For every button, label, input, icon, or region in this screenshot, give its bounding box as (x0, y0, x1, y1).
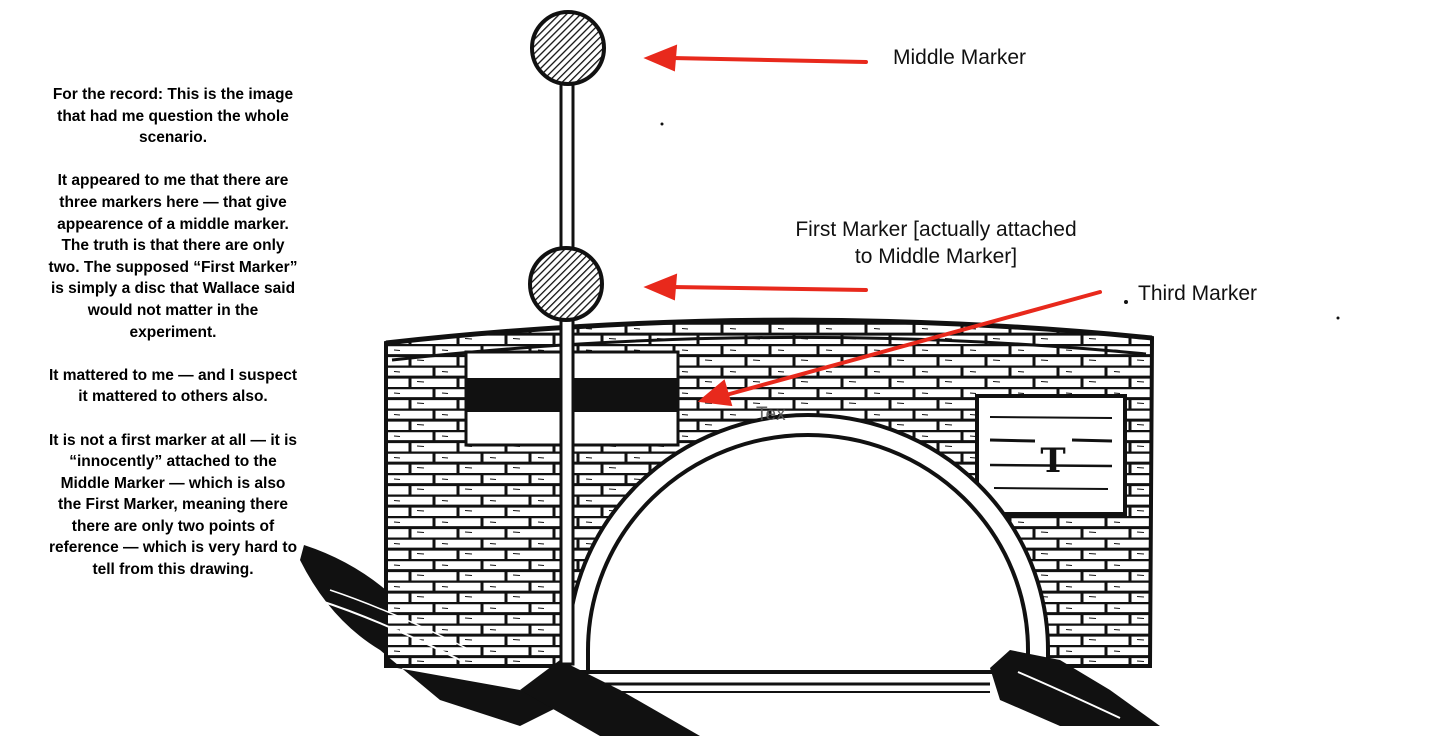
arrow-icon (643, 44, 868, 72)
note-paragraph-2: It appeared to me that there are three m… (48, 172, 298, 341)
first-marker-label: First Marker [actually attached to Middl… (795, 218, 1077, 268)
note-paragraph-4: It is not a first marker at all — it is … (48, 431, 298, 579)
stray-text: Tex (756, 404, 786, 425)
stray-dot (660, 122, 664, 126)
middle-marker-label: Middle Marker (893, 46, 1027, 69)
plaque-letter: T (1040, 441, 1065, 481)
stray-dot (1336, 316, 1340, 320)
arrow-icon (697, 290, 1102, 407)
plaque: T (975, 394, 1127, 516)
stray-dot (1124, 300, 1128, 304)
first-marker-ball (528, 246, 604, 322)
bridge-arch (566, 413, 1050, 674)
note-paragraph-3: It mattered to me — and I suspect it mat… (48, 366, 298, 406)
arrow-icon (643, 273, 868, 301)
explanation-note: For the record: This is the image that h… (48, 84, 298, 581)
marker-pole (559, 78, 575, 666)
note-paragraph-1: For the record: This is the image that h… (52, 86, 294, 147)
water-banks (300, 545, 1160, 736)
third-marker-label: Third Marker (1138, 282, 1258, 305)
middle-marker-ball (530, 10, 606, 86)
